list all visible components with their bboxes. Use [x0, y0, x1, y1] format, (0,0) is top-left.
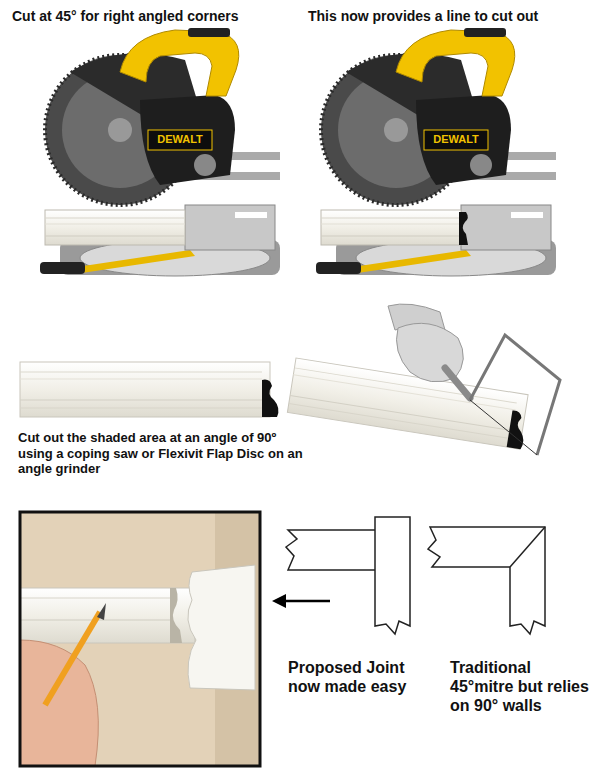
photo [188, 565, 255, 690]
moulding-strip [287, 358, 530, 449]
arrow [272, 594, 330, 608]
proposed-joint-sketch [286, 517, 410, 634]
photo [20, 588, 195, 643]
mitre-joint-sketch [428, 527, 545, 634]
photo [170, 588, 182, 643]
proposed-joint-sketch [286, 530, 376, 570]
moulding-strip [20, 379, 262, 380]
moulding-strip [287, 358, 528, 449]
coping-saw [388, 304, 560, 455]
photo [20, 598, 170, 599]
moulding-strip [507, 410, 528, 449]
moulding-strip [20, 372, 262, 373]
arrow [282, 600, 330, 603]
mitre-saw [40, 28, 280, 276]
photo [45, 612, 100, 705]
moulding-strip [20, 400, 262, 401]
brand-name: DEWALT [424, 133, 488, 146]
coping-saw [470, 335, 560, 455]
joint-caption: Traditional 45°mitre but relies on 90° w… [450, 658, 596, 716]
instruction-note: Cut out the shaded area at an angle of 9… [18, 430, 313, 477]
mitre-saw [316, 28, 556, 276]
moulding-strip [289, 403, 511, 438]
mitre-joint-sketch [428, 527, 545, 634]
photo [97, 603, 106, 620]
mitre-joint-sketch [510, 527, 545, 567]
photo [20, 640, 98, 766]
arrow [272, 594, 286, 608]
moulding-strip [290, 396, 512, 431]
joint-caption: Proposed Joint now made easy [288, 658, 440, 696]
cut-profile [459, 212, 468, 245]
proposed-joint-sketch [375, 517, 410, 634]
photo [20, 512, 260, 766]
brand-name: DEWALT [148, 133, 212, 146]
moulding-strip [262, 380, 278, 417]
moulding-strip [20, 362, 270, 417]
moulding-strip [20, 408, 262, 409]
photo [20, 512, 260, 766]
panel-caption: This now provides a line to cut out [308, 8, 596, 25]
coping-saw [445, 368, 470, 398]
panel-caption: Cut at 45° for right angled corners [12, 8, 302, 25]
photo-frame [20, 512, 260, 766]
moulding-strip [20, 362, 278, 417]
coping-saw [470, 400, 537, 455]
